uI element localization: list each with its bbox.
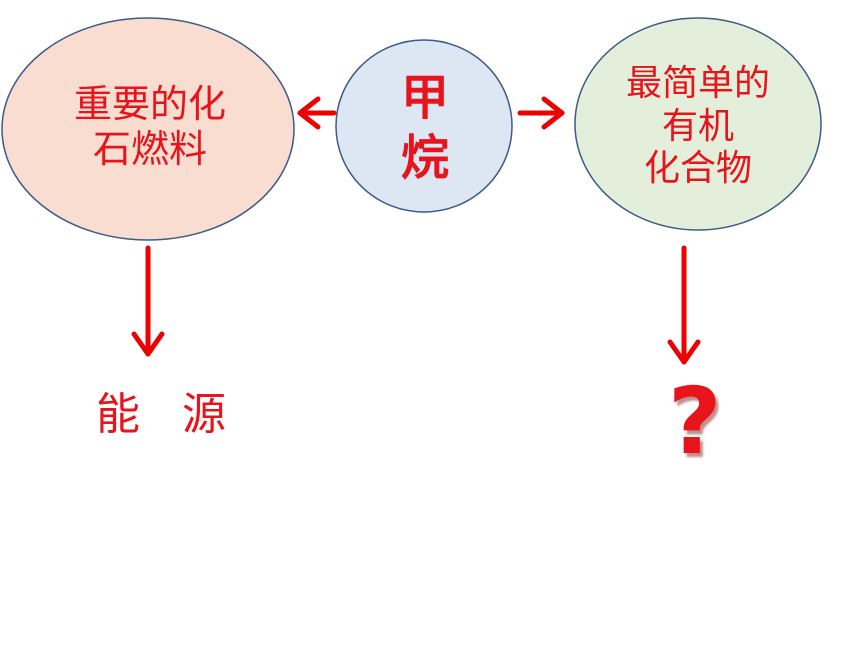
node-fossil-fuel-ellipse [1, 17, 295, 241]
organic-compound-line-1: 最简单的 [625, 63, 770, 105]
fossil-fuel-line-1: 重要的化 [73, 82, 226, 127]
organic-compound-line-3: 化合物 [643, 148, 752, 190]
node-methane-label: 甲 烷 [340, 58, 510, 198]
node-organic-compound-ellipse [574, 17, 822, 231]
arrow-to-fossil-fuel [297, 96, 337, 130]
organic-compound-line-2: 有机 [661, 105, 734, 147]
question-mark: ? [668, 368, 722, 475]
energy-label: 能源 [96, 378, 228, 442]
energy-char-1: 能 [96, 389, 142, 440]
fossil-fuel-line-2: 石燃料 [92, 127, 207, 171]
arrow-to-question [667, 245, 701, 365]
arrow-to-organic-compound [517, 96, 565, 130]
methane-line-2: 烷 [400, 130, 449, 186]
energy-char-2: 源 [182, 389, 228, 440]
node-methane-circle [335, 39, 513, 213]
node-organic-compound-label: 最简单的 有机 化合物 [578, 52, 818, 202]
node-fossil-fuel-label: 重要的化 石燃料 [10, 72, 290, 182]
arrow-to-energy [131, 245, 165, 357]
methane-line-1: 甲 [400, 70, 449, 126]
